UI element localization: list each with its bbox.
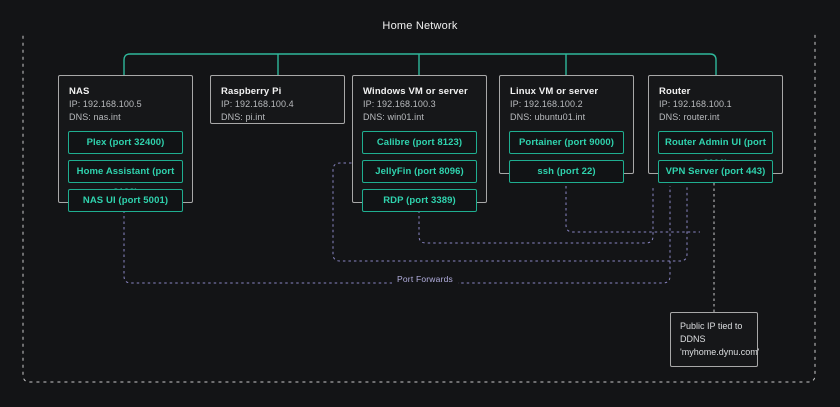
node-raspberry-pi-dns: DNS: pi.int (221, 112, 266, 122)
service-ssh[interactable]: ssh (port 22) (509, 160, 624, 183)
node-raspberry-pi[interactable]: Raspberry Pi IP: 192.168.100.4 DNS: pi.i… (210, 75, 345, 124)
node-router-title: Router (659, 86, 691, 97)
node-windows-header: Windows VM or server IP: 192.168.100.3 D… (353, 76, 486, 124)
node-linux-dns: DNS: ubuntu01.int (510, 112, 586, 122)
public-ip-line2: 'myhome.dynu.com' (680, 347, 760, 357)
node-router-header: Router IP: 192.168.100.1 DNS: router.int (649, 76, 782, 124)
port-forwards-label: Port Forwards (392, 274, 458, 284)
node-linux-header: Linux VM or server IP: 192.168.100.2 DNS… (500, 76, 633, 124)
public-ip-line1: Public IP tied to DDNS (680, 321, 743, 344)
node-linux-title: Linux VM or server (510, 86, 599, 97)
node-router[interactable]: Router IP: 192.168.100.1 DNS: router.int… (648, 75, 783, 183)
node-nas-dns: DNS: nas.int (69, 112, 121, 122)
service-jellyfin[interactable]: JellyFin (port 8096) (362, 160, 477, 183)
page-title: Home Network (0, 20, 840, 32)
node-raspberry-pi-ip: IP: 192.168.100.4 (221, 99, 294, 109)
node-raspberry-pi-title: Raspberry Pi (221, 86, 282, 97)
node-nas-services: Plex (port 32400) Home Assistant (port 8… (59, 124, 192, 221)
service-calibre[interactable]: Calibre (port 8123) (362, 131, 477, 154)
node-router-services: Router Admin UI (port 8001) VPN Server (… (649, 124, 782, 192)
service-rdp[interactable]: RDP (port 3389) (362, 189, 477, 212)
service-plex[interactable]: Plex (port 32400) (68, 131, 183, 154)
node-windows-dns: DNS: win01.int (363, 112, 424, 122)
node-windows-services: Calibre (port 8123) JellyFin (port 8096)… (353, 124, 486, 221)
home-network-title: Home Network (372, 20, 468, 32)
node-raspberry-pi-header: Raspberry Pi IP: 192.168.100.4 DNS: pi.i… (211, 76, 344, 124)
node-linux-services: Portainer (port 9000) ssh (port 22) (500, 124, 633, 192)
node-router-dns: DNS: router.int (659, 112, 720, 122)
node-linux-ip: IP: 192.168.100.2 (510, 99, 583, 109)
node-nas[interactable]: NAS IP: 192.168.100.5 DNS: nas.int Plex … (58, 75, 193, 212)
node-windows-ip: IP: 192.168.100.3 (363, 99, 436, 109)
public-ip-annotation: Public IP tied to DDNS 'myhome.dynu.com' (670, 312, 760, 367)
service-home-assistant[interactable]: Home Assistant (port 8123) (68, 160, 183, 198)
node-windows[interactable]: Windows VM or server IP: 192.168.100.3 D… (352, 75, 487, 212)
service-router-admin-ui[interactable]: Router Admin UI (port 8001) (658, 131, 773, 169)
service-vpn-server[interactable]: VPN Server (port 443) (658, 160, 773, 183)
node-router-ip: IP: 192.168.100.1 (659, 99, 732, 109)
node-nas-ip: IP: 192.168.100.5 (69, 99, 142, 109)
node-windows-title: Windows VM or server (363, 86, 468, 97)
node-nas-title: NAS (69, 86, 90, 97)
service-portainer[interactable]: Portainer (port 9000) (509, 131, 624, 154)
service-nas-ui[interactable]: NAS UI (port 5001) (68, 189, 183, 212)
node-nas-header: NAS IP: 192.168.100.5 DNS: nas.int (59, 76, 192, 124)
node-linux[interactable]: Linux VM or server IP: 192.168.100.2 DNS… (499, 75, 634, 183)
